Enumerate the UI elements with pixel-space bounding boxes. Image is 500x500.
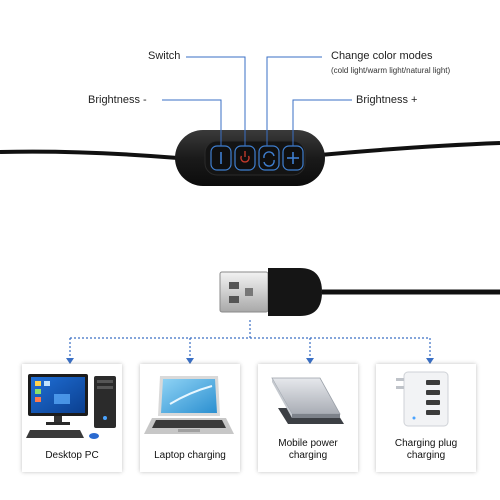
brightness-plus-label: Brightness + <box>356 94 418 106</box>
power-bank-icon <box>271 377 344 424</box>
laptop-icon <box>144 376 234 434</box>
switch-button[interactable] <box>234 145 256 171</box>
device-card-laptop: Laptop charging <box>140 364 240 472</box>
switch-label: Switch <box>148 50 181 62</box>
brightness-minus-button[interactable] <box>210 145 232 171</box>
desktop-pc-icon <box>26 374 116 439</box>
device-label: Laptop charging <box>154 450 226 461</box>
color-mode-button[interactable] <box>258 145 280 171</box>
brightness-plus-button[interactable] <box>282 145 304 171</box>
color-modes-detail-label: (cold light/warm light/natural light) <box>331 66 451 75</box>
callout-lines <box>162 56 352 146</box>
device-card-desktop-pc: Desktop PC <box>22 364 122 472</box>
device-label: Desktop PC <box>45 450 99 461</box>
brightness-minus-label: Brightness - <box>88 94 147 106</box>
connector-arrows <box>66 358 434 364</box>
remote-cable-left <box>0 149 179 160</box>
change-color-modes-label: Change color modes <box>331 50 433 62</box>
remote-cable-right <box>319 141 500 157</box>
charging-plug-icon <box>396 371 449 427</box>
usb-plug <box>219 268 500 316</box>
device-connector <box>69 320 431 362</box>
